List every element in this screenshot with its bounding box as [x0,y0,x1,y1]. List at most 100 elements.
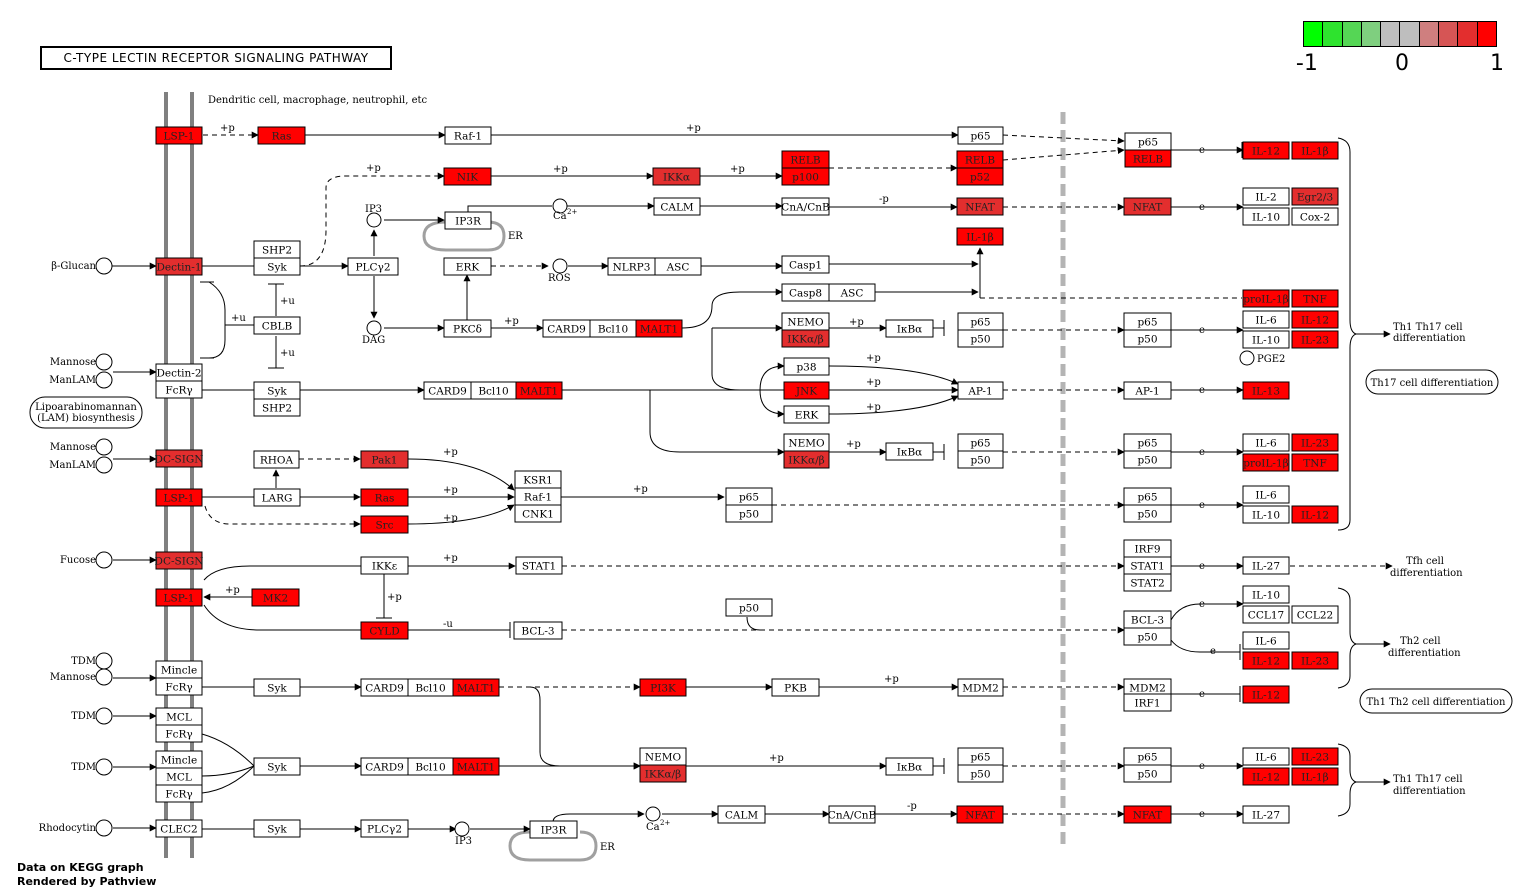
gene-node[interactable]: Bcl10 [407,678,454,697]
gene-node[interactable]: p50 [1123,450,1172,469]
gene-node[interactable]: RELB [1124,149,1172,168]
gene-node[interactable]: proIL-1β [1242,289,1290,308]
gene-node[interactable]: SHP2 [253,240,301,259]
gene-node[interactable]: IκBα [885,319,934,338]
gene-node[interactable]: IL-10 [1242,585,1290,604]
gene-node[interactable]: CCL17 [1242,605,1290,624]
gene-node[interactable]: IL-23 [1291,330,1339,349]
gene-node-box[interactable] [155,677,203,696]
gene-node[interactable]: NFAT [956,197,1004,216]
gene-node[interactable]: p65 [1123,433,1172,452]
gene-node[interactable]: Syk [253,678,301,697]
gene-node-box[interactable] [155,819,203,838]
gene-node[interactable]: IL-1β [1291,767,1339,786]
gene-node-box[interactable] [781,255,830,274]
gene-node-box[interactable] [444,211,492,230]
gene-node-box[interactable] [781,329,830,348]
gene-node-box[interactable] [360,515,409,534]
gene-node[interactable]: TNF [1291,453,1339,472]
gene-node[interactable]: IKKα [652,167,701,186]
gene-node[interactable]: Syk [253,257,301,276]
gene-node[interactable]: LSP-1 [155,488,203,507]
gene-node-box[interactable] [717,805,766,824]
gene-node-box[interactable] [783,450,830,469]
gene-node-box[interactable] [253,450,300,469]
gene-node[interactable]: FcRγ [155,784,203,803]
gene-node[interactable]: Casp1 [781,255,830,274]
gene-node-box[interactable] [253,678,301,697]
gene-node[interactable]: Mincle [155,660,203,679]
gene-node-box[interactable] [652,167,701,186]
gene-node-box[interactable] [1242,747,1290,766]
gene-node[interactable]: IP3R [444,211,492,230]
gene-node-box[interactable] [360,621,409,640]
gene-node-box[interactable] [1123,573,1172,592]
gene-node-box[interactable] [1242,685,1290,704]
lam-biosynthesis-map-link[interactable]: (LAM) biosynthesis [37,413,135,424]
gene-node-box[interactable] [253,757,301,776]
gene-node-box[interactable] [1242,805,1290,824]
gene-node-box[interactable] [155,380,203,399]
gene-node-box[interactable] [251,588,300,607]
gene-node[interactable]: JNK [783,381,830,400]
gene-node[interactable]: Bcl10 [589,319,637,338]
gene-node[interactable]: IL-27 [1242,805,1290,824]
gene-node[interactable]: IL-12 [1242,767,1290,786]
gene-node-box[interactable] [452,757,500,776]
gene-node-box[interactable] [639,678,687,697]
gene-node-box[interactable] [957,126,1004,145]
gene-node-box[interactable] [257,126,306,145]
gene-node[interactable]: NIK [443,167,492,186]
gene-node[interactable]: MK2 [251,588,300,607]
gene-node-box[interactable] [253,398,301,417]
gene-node-box[interactable] [1242,381,1290,400]
gene-node[interactable]: IκBα [885,757,934,776]
gene-node[interactable]: Bcl10 [407,757,454,776]
gene-node[interactable]: NLRP3 [607,257,656,276]
gene-node-box[interactable] [957,450,1004,469]
gene-node-box[interactable] [1242,330,1290,349]
gene-node[interactable]: Syk [253,819,301,838]
gene-node[interactable]: RELB [956,150,1004,169]
gene-node[interactable]: proIL-1β [1242,453,1290,472]
gene-node[interactable]: KSR1 [514,470,562,489]
gene-node-box[interactable] [1242,485,1290,504]
gene-node[interactable]: Bcl10 [470,381,517,400]
gene-node-box[interactable] [155,551,203,570]
gene-node-box[interactable] [725,598,773,617]
gene-node-box[interactable] [885,442,934,461]
gene-node-box[interactable] [783,381,830,400]
gene-node[interactable]: Src [360,515,409,534]
gene-node[interactable]: CYLD [360,621,409,640]
gene-node[interactable]: CALM [653,197,701,216]
gene-node-box[interactable] [957,381,1004,400]
lam-biosynthesis-map-link[interactable]: Lipoarabinomannan [35,402,137,413]
gene-node-box[interactable] [253,257,301,276]
gene-node[interactable]: FcRγ [155,380,203,399]
gene-node[interactable]: p52 [956,167,1004,186]
gene-node[interactable]: MCL [155,707,203,726]
gene-node-box[interactable] [529,820,578,839]
gene-node[interactable]: p65 [1123,747,1172,766]
gene-node-box[interactable] [1123,693,1172,712]
gene-node-box[interactable] [1291,330,1339,349]
gene-node[interactable]: MALT1 [452,757,500,776]
gene-node[interactable]: CLEC2 [155,819,203,838]
gene-node-box[interactable] [1242,651,1290,670]
gene-node-box[interactable] [771,678,820,697]
gene-node[interactable]: LARG [253,488,301,507]
gene-node-box[interactable] [828,283,876,302]
gene-node-box[interactable] [360,488,409,507]
gene-node[interactable]: CnA/CnB [781,197,830,216]
gene-node[interactable]: p65 [725,487,773,506]
gene-node[interactable]: Raf-1 [514,487,562,506]
gene-node-box[interactable] [956,227,1004,246]
gene-node[interactable]: Egr2/3 [1291,187,1339,206]
gene-node-box[interactable] [957,764,1004,783]
gene-node[interactable]: IL-6 [1242,631,1290,650]
gene-node-box[interactable] [1123,805,1172,824]
gene-node[interactable]: p50 [725,504,773,523]
gene-node-box[interactable] [1291,433,1339,452]
gene-node[interactable]: IL-2 [1242,187,1290,206]
gene-node-box[interactable] [443,257,492,276]
